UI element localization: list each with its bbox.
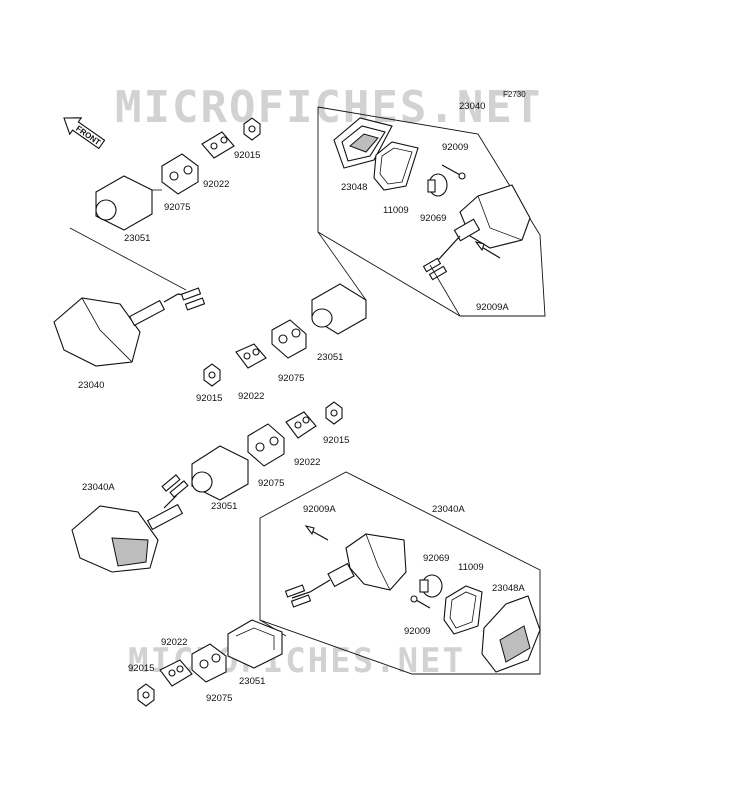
screw-92009-bottom [410, 595, 431, 609]
label-92009-top: 92009 [442, 142, 468, 153]
label-92022-d: 92022 [161, 637, 187, 648]
label-92075-a: 92075 [278, 373, 304, 384]
leader-left-stay [69, 227, 187, 291]
bulb-92069-top [427, 173, 448, 197]
connector-left-A [161, 474, 189, 498]
rubber-stay-23051-a [311, 283, 367, 335]
screw-92009-top [441, 164, 466, 180]
label-92022-c: 92022 [294, 457, 320, 468]
connector-left [180, 287, 206, 311]
label-92069-bottom: 92069 [423, 553, 449, 564]
label-92022-a: 92022 [238, 391, 264, 402]
turn-signal-housing-left-A [71, 503, 184, 573]
nut-92015-a [203, 363, 221, 387]
label-92015-b: 92015 [234, 150, 260, 161]
rubber-stay-23051-b [95, 175, 162, 231]
washer-92022-c [285, 411, 317, 439]
label-23051-c: 23051 [211, 501, 237, 512]
gasket-11009-bottom [443, 585, 483, 635]
label-92009-bottom: 92009 [404, 626, 430, 637]
label-23040A-bottom: 23040A [432, 504, 465, 515]
leader-box-bottom [429, 264, 461, 317]
lens-23048 [333, 117, 393, 169]
label-23048A: 23048A [492, 583, 525, 594]
label-92009A-top: 92009A [476, 302, 509, 313]
front-arrow-icon: FRONT [63, 117, 106, 150]
label-92015-c: 92015 [323, 435, 349, 446]
label-11009-bottom: 11009 [458, 562, 484, 573]
plate-92075-c [247, 423, 285, 467]
label-11009-top: 11009 [383, 205, 409, 216]
label-23051-b: 23051 [124, 233, 150, 244]
rubber-stay-23051-d [227, 619, 283, 669]
watermark-top: MICROFICHES.NET [115, 82, 542, 133]
label-23051-d: 23051 [239, 676, 265, 687]
label-92075-d: 92075 [206, 693, 232, 704]
label-92015-a: 92015 [196, 393, 222, 404]
screw-92009A-top [474, 241, 501, 259]
label-23040-top: 23040 [459, 101, 485, 112]
connector-top-right [422, 257, 448, 281]
washer-92022-a [235, 343, 267, 369]
figure-code: F2730 [503, 90, 526, 99]
label-23040-left: 23040 [78, 380, 104, 391]
turn-signal-housing-top-right [453, 184, 531, 249]
label-92009A-bottom: 92009A [303, 504, 336, 515]
washer-92022-d [159, 659, 193, 687]
nut-92015-b [243, 117, 261, 141]
leader-box-to-stay [317, 231, 367, 301]
turn-signal-housing-left [53, 297, 166, 367]
lens-23048A [481, 595, 541, 673]
label-92075-b: 92075 [164, 202, 190, 213]
plate-92075-d [191, 643, 227, 683]
washer-92022-b [201, 131, 235, 159]
screw-92009A-bottom [304, 525, 329, 541]
label-23048: 23048 [341, 182, 367, 193]
label-92069-top: 92069 [420, 213, 446, 224]
label-92015-d: 92015 [128, 663, 154, 674]
label-92075-c: 92075 [258, 478, 284, 489]
nut-92015-d [137, 683, 155, 707]
wire-lead-bottom-right [291, 579, 331, 599]
label-23040A-left: 23040A [82, 482, 115, 493]
connector-bottom-right [284, 584, 312, 608]
label-23051-a: 23051 [317, 352, 343, 363]
plate-92075-a [271, 319, 307, 359]
turn-signal-housing-bottom-right [327, 533, 407, 591]
bulb-92069-bottom [419, 574, 443, 598]
rubber-stay-23051-c [191, 445, 249, 501]
nut-92015-c [325, 401, 343, 425]
label-92022-b: 92022 [203, 179, 229, 190]
plate-92075-b [161, 153, 199, 195]
